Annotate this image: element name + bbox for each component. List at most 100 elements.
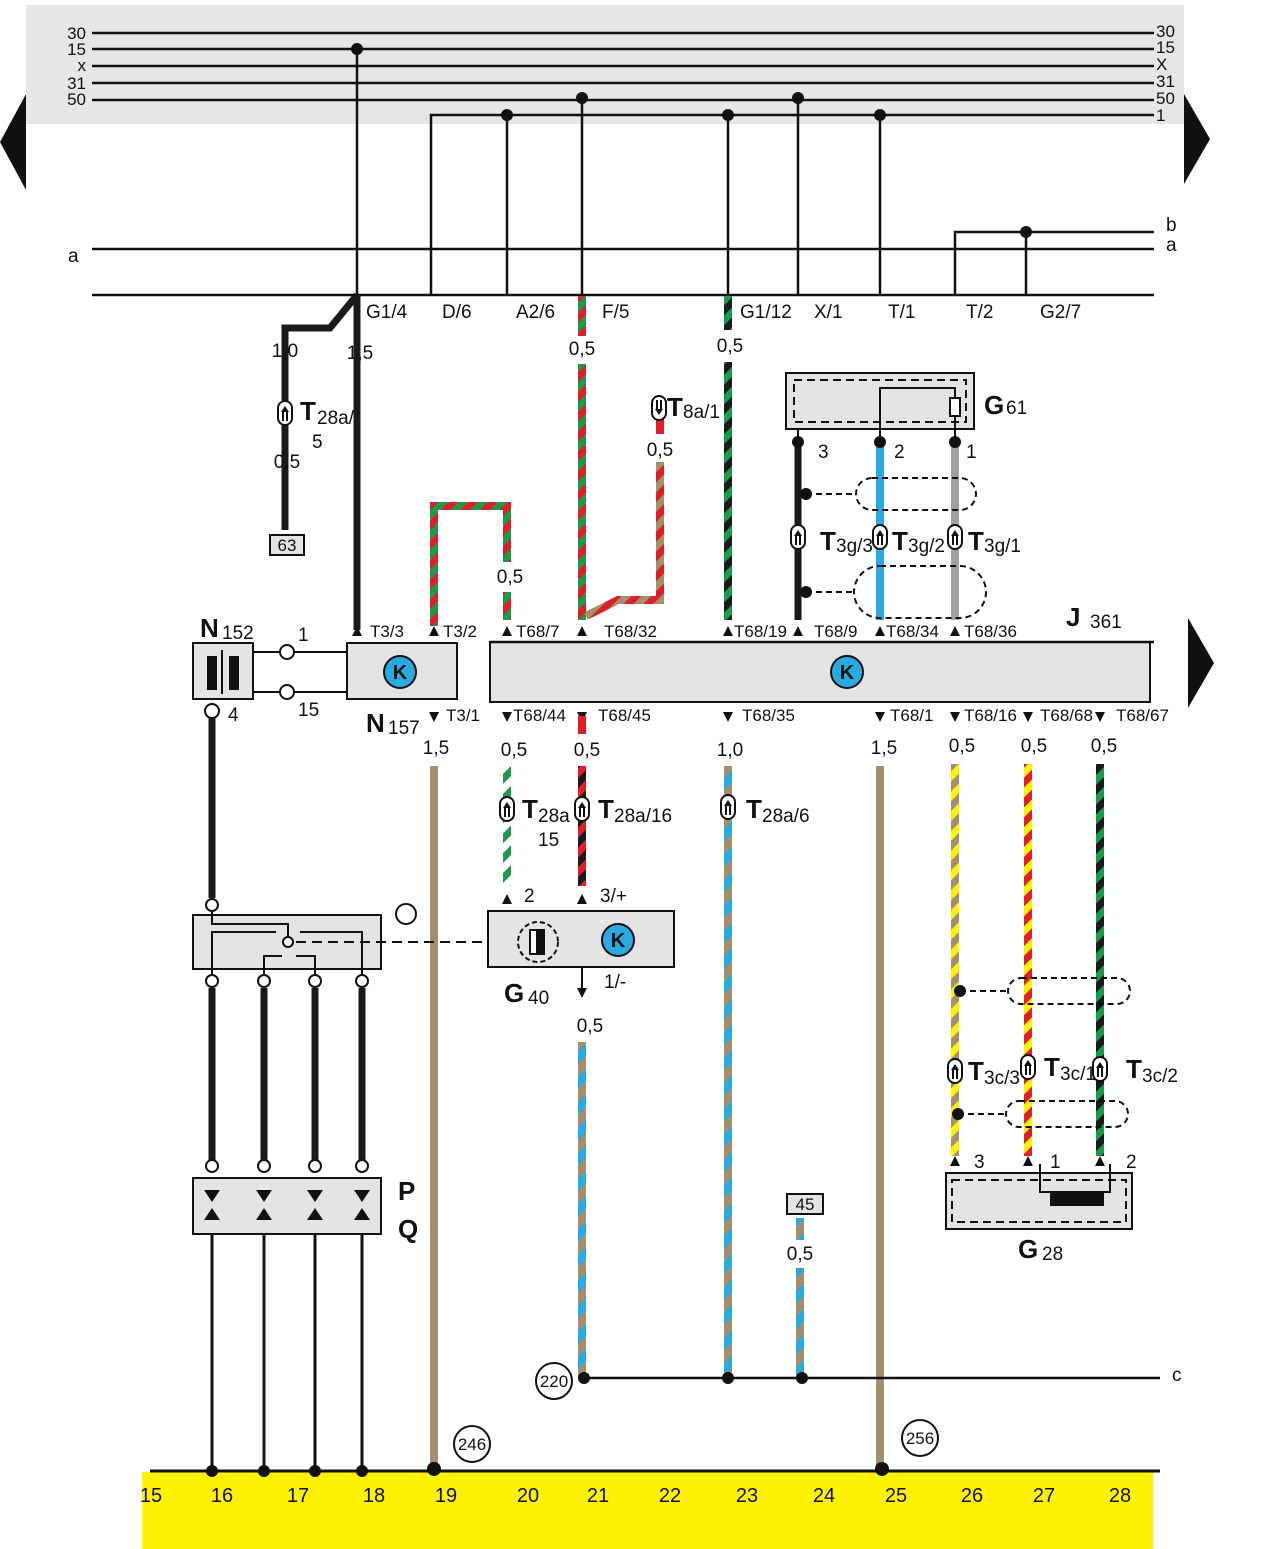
n152-pin-15: 15	[298, 700, 319, 721]
size-t44: 0,5	[501, 740, 527, 761]
g61-pin-1: 1	[966, 442, 977, 463]
g61-pin-3: 3	[818, 442, 829, 463]
ref-246-label: 246	[458, 1435, 486, 1454]
bus-point-f-5: F/5	[602, 302, 629, 323]
rail-label-30-right: 30	[1156, 22, 1175, 41]
n152-pin-1: 1	[298, 625, 309, 646]
plug-t3g1-icon	[947, 524, 963, 550]
t28a16-T: T	[598, 794, 614, 824]
t28a15-sub: 28a	[538, 806, 570, 827]
control-unit-j361[interactable]: K	[489, 640, 1154, 703]
t3c3-T: T	[968, 1056, 984, 1086]
wire-t68-32	[584, 462, 664, 620]
bus-label-a-right: a	[1166, 235, 1177, 256]
rail-label-1-right: 1	[1156, 106, 1165, 125]
ignition-coil-n152[interactable]	[192, 642, 347, 719]
distributor-o-symbol	[395, 903, 417, 925]
col-28: 28	[1109, 1485, 1131, 1507]
col-19: 19	[435, 1485, 457, 1507]
plug-t28a16-icon	[574, 796, 590, 822]
wire-g112-lower	[724, 362, 732, 620]
g28-pin-2: 2	[1126, 1152, 1137, 1173]
col-16: 16	[211, 1485, 233, 1507]
size-t16: 0,5	[949, 736, 975, 757]
t28a15-num: 15	[538, 830, 559, 851]
pin-t68-9: T68/9	[814, 622, 857, 641]
size-r45: 0,5	[787, 1244, 813, 1265]
size-t68: 0,5	[1021, 736, 1047, 757]
plug-t28a5-icon	[277, 400, 293, 426]
top-pin-arrows	[352, 626, 960, 636]
t3g1-T: T	[968, 526, 984, 556]
rail-labels-left: 30 15 x 31 50	[67, 24, 86, 109]
connector-labels: T 28a/ 5 T 8a/1 T 3g/3 T 3g/2 T 3g/1 T 2…	[300, 392, 1178, 1089]
col-22: 22	[659, 1485, 681, 1507]
t28a5-T: T	[300, 396, 316, 426]
g40-pin-2: 2	[524, 886, 535, 907]
j361-letter: J	[1066, 602, 1080, 632]
t3g3-T: T	[820, 526, 836, 556]
spark-plugs-pq[interactable]	[192, 1177, 382, 1235]
j361-sub: 361	[1090, 612, 1122, 633]
wire-t8a1	[656, 418, 664, 434]
pin-t68-34: T68/34	[886, 622, 939, 641]
column-numbers: 15 16 17 18 19 20 21 22 23 24 25 26 27 2…	[140, 1485, 1131, 1507]
rail-labels-right: 30 15 X 31 50 1	[1156, 22, 1175, 125]
wire-size-labels: 1,0 1,5 0,5 0,5 0,5 0,5 0,5 1,5 0,5 0,5 …	[272, 336, 1117, 1265]
size-t31: 1,5	[423, 738, 449, 759]
wire-t32-loop	[430, 502, 511, 626]
g28-pin-1: 1	[1050, 1152, 1061, 1173]
size-g14-a: 1,0	[272, 341, 298, 362]
plug-t3c1-icon	[1020, 1054, 1036, 1080]
g40-letter: G	[504, 978, 524, 1008]
bottom-pin-labels: T3/1 T68/44 T68/45 T68/35 T68/1 T68/16 T…	[446, 706, 1169, 725]
rail-label-50-left: 50	[67, 90, 86, 109]
bus-lines	[92, 230, 1154, 297]
p-label: P	[398, 1176, 415, 1206]
pin-t3-2: T3/2	[443, 622, 477, 641]
t3c3-sub: 3c/3	[984, 1068, 1020, 1089]
pin-t68-44: T68/44	[513, 706, 566, 725]
size-t45: 0,5	[574, 740, 600, 761]
pin-t68-7: T68/7	[516, 622, 559, 641]
speed-sensor-g28[interactable]	[945, 1164, 1133, 1230]
n152-pin-4: 4	[228, 705, 239, 726]
wire-ref45-lower	[796, 1268, 804, 1378]
wire-t68-45-lower	[578, 766, 586, 886]
rail-drops	[355, 49, 882, 295]
ref-256-circle	[901, 1419, 939, 1457]
g61-sensor[interactable]	[785, 372, 975, 448]
g61-letter: G	[984, 390, 1004, 420]
junction-dots	[351, 43, 1032, 238]
ht-leads	[208, 988, 366, 1160]
bus-point-a2-6: A2/6	[516, 302, 555, 323]
next-page-arrow-icon[interactable]	[1184, 94, 1210, 184]
module-n157[interactable]: K	[346, 642, 458, 700]
hall-sender-g40[interactable]: K	[487, 910, 675, 968]
col-20: 20	[517, 1485, 539, 1507]
wire-t68-68	[1024, 764, 1032, 1156]
col-24: 24	[813, 1485, 835, 1507]
continue-right-arrow-icon[interactable]	[1188, 618, 1214, 708]
wire-g40-1	[578, 1042, 586, 1378]
col-18: 18	[363, 1485, 385, 1507]
plug-t3g2-icon	[872, 524, 888, 550]
g61-shield	[800, 477, 987, 619]
size-t67: 0,5	[1091, 736, 1117, 757]
ref-220-label: 220	[540, 1372, 568, 1391]
distributor-o[interactable]	[192, 898, 382, 988]
pin-t68-19: T68/19	[734, 622, 787, 641]
bus-point-g2-7: G2/7	[1040, 302, 1081, 323]
col-15: 15	[140, 1485, 162, 1507]
t28a5-num: 5	[312, 432, 323, 453]
wire-t68-7-stub	[503, 592, 511, 620]
ref-220-circle	[535, 1362, 573, 1400]
n152-sub: 152	[222, 623, 254, 644]
prev-page-arrow-icon[interactable]	[0, 94, 26, 190]
size-t32: 0,5	[497, 567, 523, 588]
g28-sub: 28	[1042, 1244, 1063, 1265]
wire-g112	[724, 296, 732, 330]
g61-sub: 61	[1006, 398, 1027, 419]
pin-t68-1: T68/1	[890, 706, 933, 725]
plug-t8a1-icon	[651, 395, 667, 421]
